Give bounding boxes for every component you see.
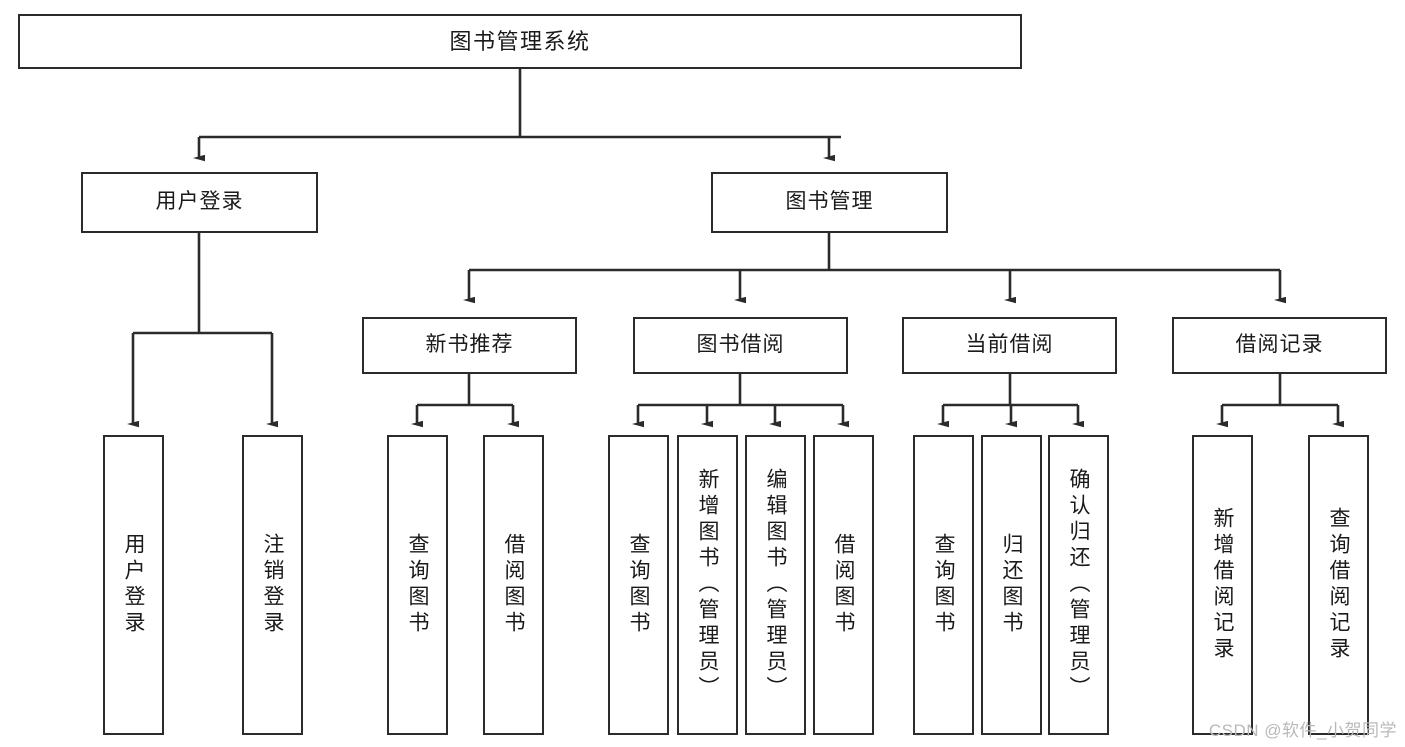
- node-leaf-query-borrow-record[interactable]: 查询借阅记录: [1308, 435, 1369, 735]
- node-borrow-record[interactable]: 借阅记录: [1172, 317, 1387, 374]
- node-leaf-query-book-2[interactable]: 查询图书: [608, 435, 669, 735]
- node-label: 借阅图书: [832, 533, 856, 637]
- node-label: 归还图书: [1000, 533, 1024, 637]
- node-label: 编辑图书（管理员）: [764, 468, 788, 702]
- node-book-borrow[interactable]: 图书借阅: [633, 317, 848, 374]
- node-label: 当前借阅: [965, 333, 1054, 357]
- node-current-borrow[interactable]: 当前借阅: [902, 317, 1117, 374]
- node-book-manage[interactable]: 图书管理: [711, 172, 948, 233]
- node-leaf-add-book-admin[interactable]: 新增图书（管理员）: [677, 435, 738, 735]
- node-leaf-borrow-book-1[interactable]: 借阅图书: [483, 435, 544, 735]
- node-leaf-query-book-3[interactable]: 查询图书: [913, 435, 974, 735]
- node-leaf-add-borrow-record[interactable]: 新增借阅记录: [1192, 435, 1253, 735]
- node-leaf-query-book-1[interactable]: 查询图书: [387, 435, 448, 735]
- node-label: 借阅记录: [1235, 333, 1324, 357]
- node-label: 查询图书: [627, 533, 651, 637]
- node-label: 图书管理: [785, 190, 874, 214]
- node-label: 新增图书（管理员）: [696, 468, 720, 702]
- node-label: 查询图书: [932, 533, 956, 637]
- node-label: 用户登录: [155, 190, 244, 214]
- node-leaf-borrow-book-2[interactable]: 借阅图书: [813, 435, 874, 735]
- node-user-login[interactable]: 用户登录: [81, 172, 318, 233]
- node-label: 图书管理系统: [449, 28, 591, 54]
- node-label: 新增借阅记录: [1211, 507, 1235, 663]
- node-new-book-recommend[interactable]: 新书推荐: [362, 317, 577, 374]
- node-leaf-user-login[interactable]: 用户登录: [103, 435, 164, 735]
- node-label: 确认归还（管理员）: [1067, 468, 1091, 702]
- node-leaf-edit-book-admin[interactable]: 编辑图书（管理员）: [745, 435, 806, 735]
- node-leaf-confirm-return-admin[interactable]: 确认归还（管理员）: [1048, 435, 1109, 735]
- node-label: 新书推荐: [425, 333, 514, 357]
- node-root-system[interactable]: 图书管理系统: [18, 14, 1022, 69]
- node-leaf-return-book[interactable]: 归还图书: [981, 435, 1042, 735]
- node-label: 借阅图书: [502, 533, 526, 637]
- node-label: 注销登录: [261, 533, 285, 637]
- node-leaf-logout[interactable]: 注销登录: [242, 435, 303, 735]
- node-label: 用户登录: [122, 533, 146, 637]
- node-label: 查询借阅记录: [1327, 507, 1351, 663]
- node-label: 查询图书: [406, 533, 430, 637]
- node-label: 图书借阅: [696, 333, 785, 357]
